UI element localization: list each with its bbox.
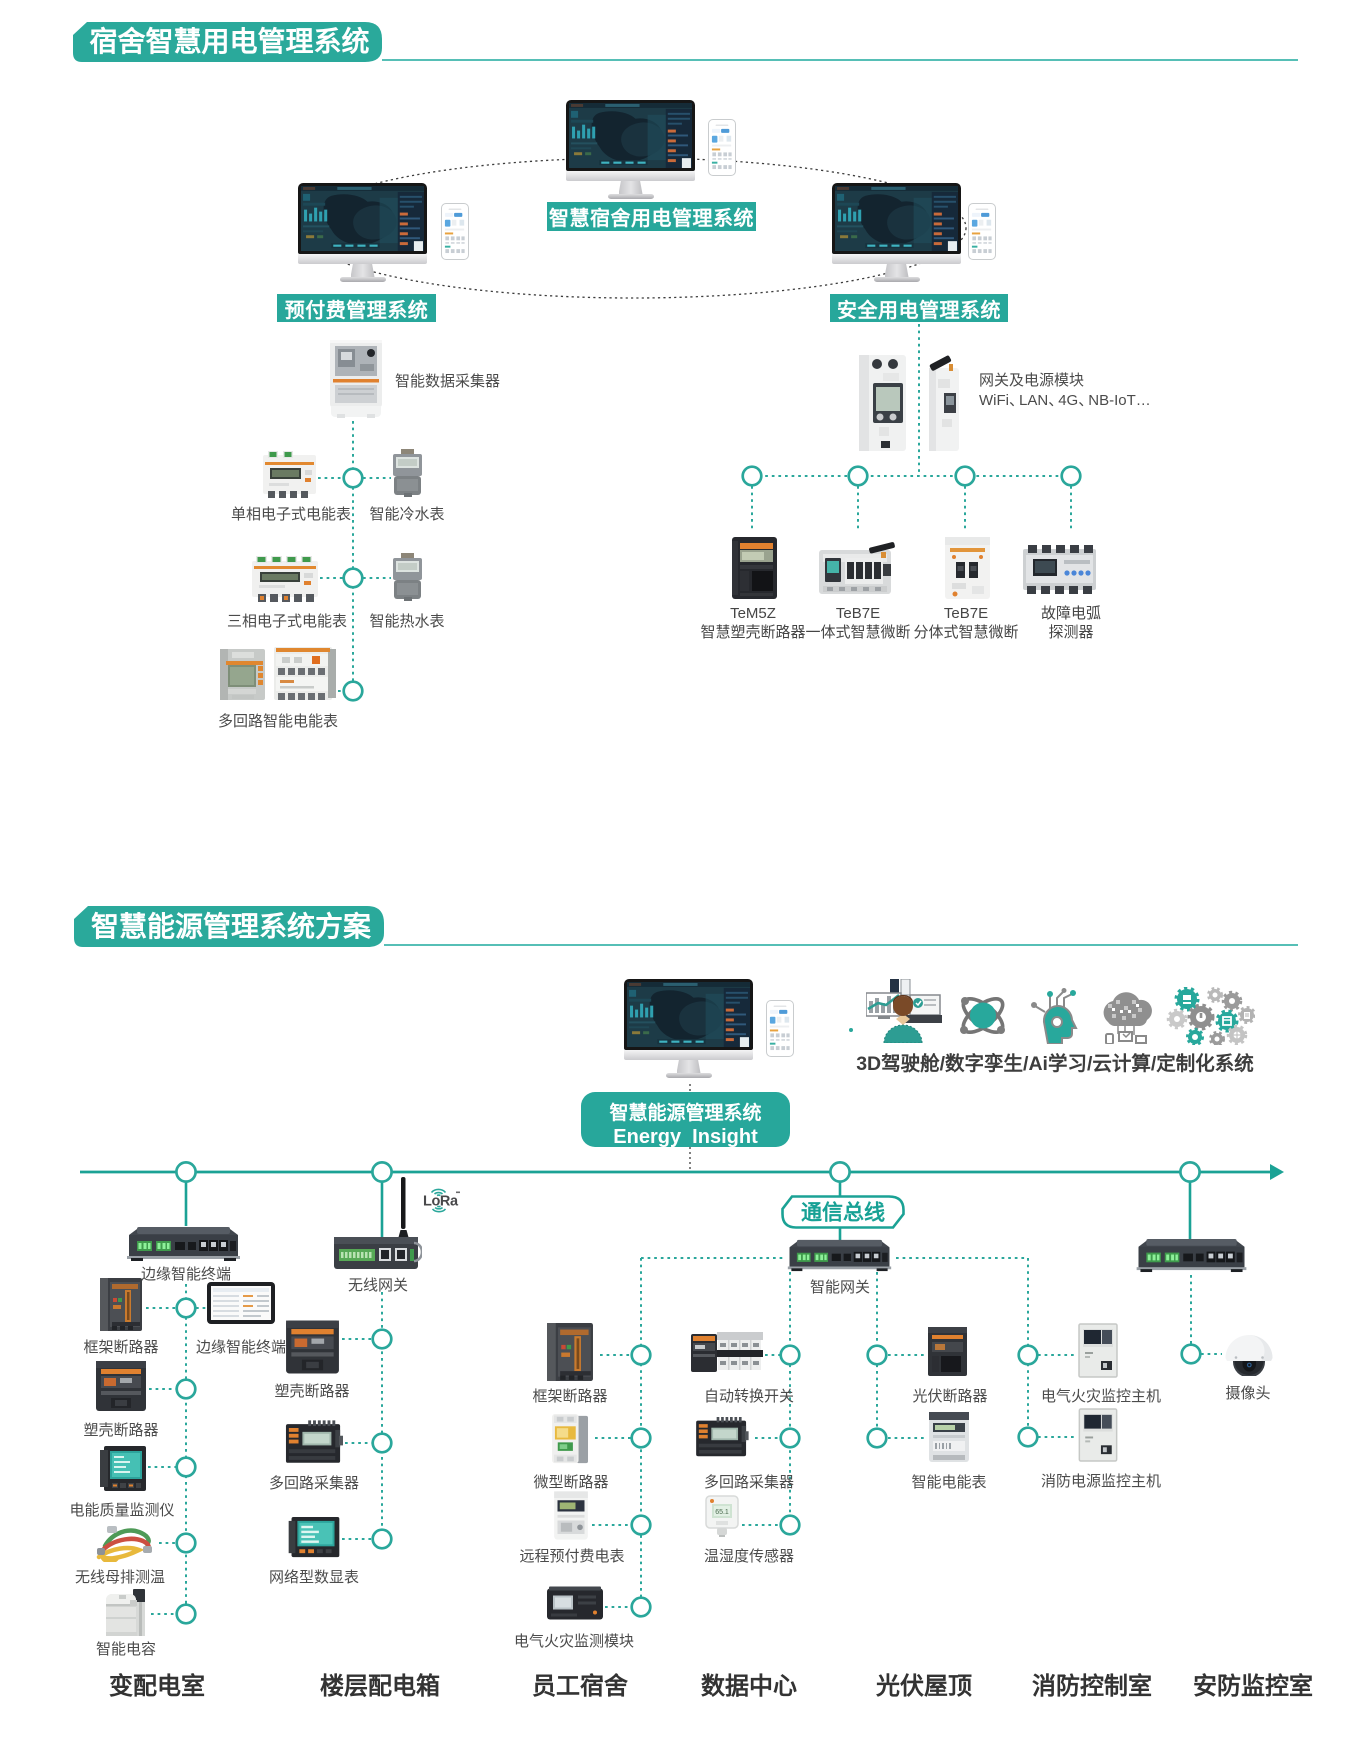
- svg-text:LoRa: LoRa: [423, 1194, 459, 1210]
- svg-text:宿舍智慧用电管理系统: 宿舍智慧用电管理系统: [89, 25, 369, 57]
- svg-text:智慧能源管理系统方案: 智慧能源管理系统方案: [91, 910, 372, 942]
- svg-text:通信总线: 通信总线: [801, 1201, 885, 1225]
